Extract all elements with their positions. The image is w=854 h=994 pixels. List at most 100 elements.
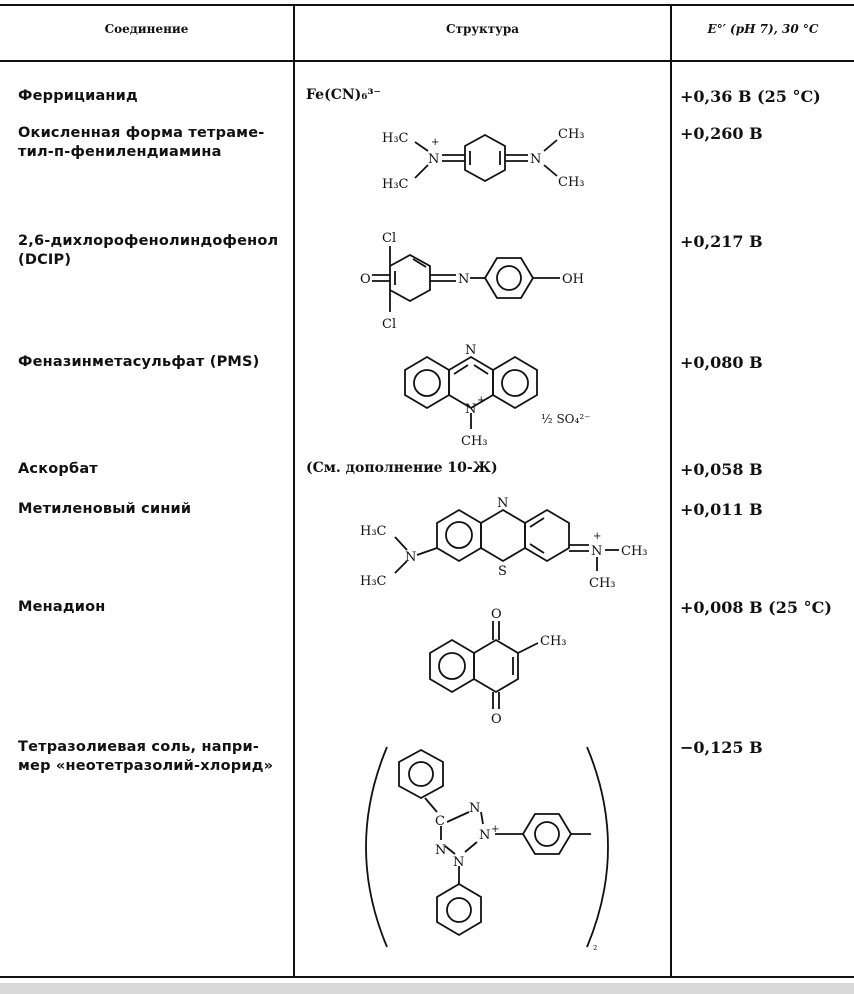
potential-value: +0,008 В (25 °C) bbox=[680, 598, 832, 617]
phenyl-ring-bottom bbox=[436, 882, 482, 937]
atom-label: O bbox=[360, 272, 371, 287]
bond bbox=[517, 642, 539, 654]
atom-label: N bbox=[453, 855, 464, 870]
header-structure: Структура bbox=[445, 22, 519, 36]
atom-label: N bbox=[435, 843, 446, 858]
atom-label: N bbox=[479, 828, 490, 843]
phenylene-ring bbox=[521, 813, 573, 855]
bond bbox=[444, 845, 456, 855]
bond bbox=[414, 141, 429, 152]
atom-label: CH₃ bbox=[621, 544, 648, 559]
atom-label: H₃C bbox=[360, 524, 387, 539]
ferricyanide-formula: Fe(CN)₆³⁻ bbox=[306, 87, 381, 103]
bond bbox=[424, 797, 438, 813]
compound-name: Феназинметасульфат (PMS) bbox=[18, 354, 260, 370]
compound-name: Феррицианид bbox=[18, 88, 138, 104]
atom-label: C bbox=[435, 814, 445, 829]
aromatic-circle bbox=[438, 652, 466, 680]
charge-label: + bbox=[477, 395, 485, 406]
atom-label: S bbox=[498, 564, 507, 579]
potential-value: −0,125 В bbox=[680, 738, 763, 757]
atom-label: O bbox=[491, 607, 502, 622]
potential-value: +0,011 В bbox=[680, 500, 763, 519]
atom-label: N bbox=[405, 550, 416, 565]
compound-name: Аскорбат bbox=[18, 461, 98, 477]
atom-label: CH₃ bbox=[558, 175, 585, 190]
atom-label: Cl bbox=[382, 317, 396, 332]
quinone-ring bbox=[473, 638, 519, 694]
quinone-ring bbox=[389, 253, 431, 303]
bond bbox=[543, 139, 558, 152]
potential-value: +0,36 В (25 °C) bbox=[680, 87, 821, 106]
thiazine-ring bbox=[480, 508, 526, 563]
atom-label: N bbox=[591, 544, 602, 559]
menadione-structure: O O CH₃ bbox=[429, 607, 567, 727]
phenyl-ring-top bbox=[398, 748, 444, 800]
atom-label: CH₃ bbox=[540, 634, 567, 649]
bond bbox=[446, 811, 470, 823]
aromatic-circle bbox=[413, 369, 441, 397]
double-bond bbox=[412, 258, 427, 268]
atom-label: CH₃ bbox=[558, 127, 585, 142]
atom-label: N bbox=[465, 343, 476, 358]
phenol-ring bbox=[483, 257, 535, 299]
header-potential: E°′ (pH 7), 30 °C bbox=[707, 22, 819, 36]
compound-name: Окисленная форма тетраме- тил-п-фениленд… bbox=[18, 125, 265, 160]
compound-name: Менадион bbox=[18, 599, 106, 615]
atom-label: CH₃ bbox=[461, 434, 488, 449]
atom-label: N bbox=[458, 272, 469, 287]
benzo-ring-left bbox=[404, 355, 450, 410]
column-divider-2 bbox=[670, 4, 672, 978]
atom-label: Cl bbox=[382, 231, 396, 246]
aromatic-circle bbox=[534, 821, 560, 847]
header-rule bbox=[0, 60, 854, 62]
page-footer-strip bbox=[0, 983, 854, 994]
benzo-ring-right bbox=[492, 355, 538, 410]
aromatic-circle bbox=[501, 369, 529, 397]
bond bbox=[543, 164, 558, 177]
aromatic-circle bbox=[445, 521, 473, 549]
bond bbox=[414, 164, 429, 179]
charge-label: + bbox=[593, 531, 601, 542]
right-bracket bbox=[586, 746, 609, 948]
atom-label: N bbox=[469, 801, 480, 816]
top-rule bbox=[0, 4, 854, 6]
pyrazine-ring bbox=[448, 355, 494, 410]
atom-label: O bbox=[491, 712, 502, 727]
tmpd-structure: H₃C H₃C N + N CH₃ CH₃ bbox=[382, 127, 585, 192]
bond bbox=[394, 560, 408, 574]
dcip-structure: Cl Cl O N OH bbox=[360, 231, 584, 332]
atom-label: N bbox=[428, 152, 439, 167]
compound-name: 2,6-дихлорофенолиндофенол (DCIP) bbox=[18, 233, 279, 268]
potential-value: +0,058 В bbox=[680, 460, 763, 479]
double-bond bbox=[473, 364, 489, 375]
tetrazolium-structure: C N N + N N ₂ bbox=[365, 746, 609, 953]
aromatic-circle bbox=[408, 761, 434, 787]
bond bbox=[480, 811, 484, 825]
atom-label: H₃C bbox=[360, 574, 387, 589]
compound-name: Метиленовый синий bbox=[18, 501, 192, 517]
right-ring bbox=[524, 508, 570, 563]
methylene-blue-structure: N S H₃C H₃C N N + CH₃ CH₃ bbox=[360, 496, 648, 591]
bond bbox=[394, 536, 408, 551]
atom-label: OH bbox=[562, 272, 584, 287]
atom-label: N bbox=[530, 152, 541, 167]
double-bond bbox=[529, 543, 545, 554]
subscript-label: ₂ bbox=[593, 940, 597, 953]
bond bbox=[416, 547, 438, 556]
atom-label: CH₃ bbox=[589, 576, 616, 591]
double-bond bbox=[529, 517, 545, 528]
compound-name: Тетразолиевая соль, напри- мер «неотетра… bbox=[18, 739, 274, 774]
column-divider-1 bbox=[293, 4, 295, 978]
pms-structure: N N + CH₃ ½ SO₄²⁻ bbox=[404, 343, 590, 449]
potential-value: +0,080 В bbox=[680, 353, 763, 372]
potential-value: +0,260 В bbox=[680, 124, 763, 143]
aromatic-circle bbox=[446, 897, 472, 923]
atom-label: N bbox=[465, 402, 476, 417]
header-compound: Соединение bbox=[104, 22, 189, 36]
aromatic-circle bbox=[496, 265, 522, 291]
anion-label: ½ SO₄²⁻ bbox=[541, 412, 590, 426]
left-bracket bbox=[365, 746, 388, 948]
atom-label: H₃C bbox=[382, 177, 409, 192]
